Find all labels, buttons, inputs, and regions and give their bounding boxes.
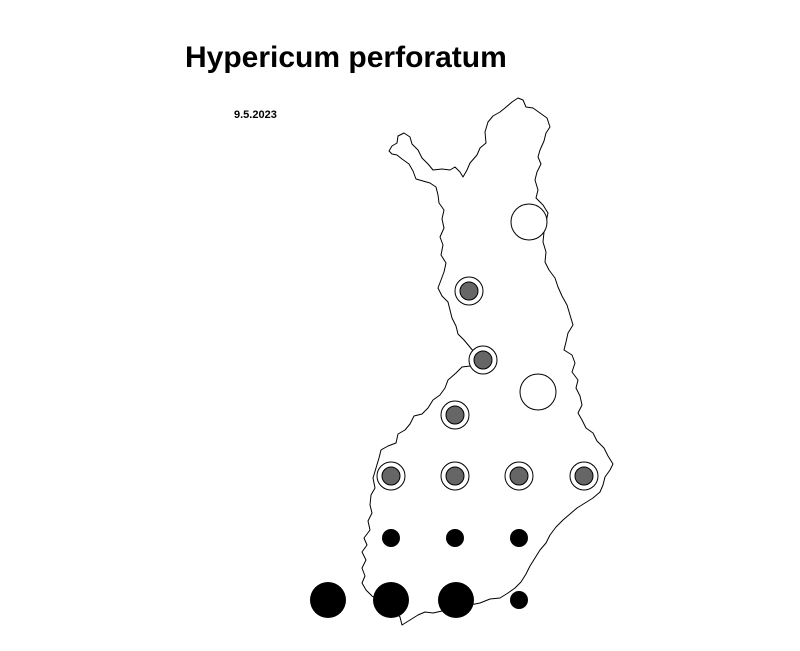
map-title: Hypericum perforatum bbox=[185, 41, 507, 74]
date-label: 9.5.2023 bbox=[234, 109, 277, 121]
marker-ring bbox=[569, 461, 599, 491]
finland-outline bbox=[361, 97, 614, 626]
marker-ring-inner bbox=[445, 466, 465, 486]
marker-large-dot bbox=[310, 582, 346, 618]
marker-small-dot bbox=[510, 591, 528, 609]
marker-ring bbox=[376, 461, 406, 491]
marker-ring bbox=[454, 276, 484, 306]
marker-ring bbox=[440, 461, 470, 491]
marker-small-dot bbox=[382, 529, 400, 547]
marker-ring-inner bbox=[473, 350, 493, 370]
marker-open-circle bbox=[519, 373, 557, 411]
marker-small-dot bbox=[446, 529, 464, 547]
marker-ring-inner bbox=[574, 466, 594, 486]
marker-large-dot bbox=[438, 582, 474, 618]
marker-ring-inner bbox=[459, 281, 479, 301]
marker-ring-inner bbox=[445, 405, 465, 425]
marker-ring bbox=[504, 461, 534, 491]
marker-large-dot bbox=[373, 582, 409, 618]
marker-small-dot bbox=[510, 529, 528, 547]
marker-ring bbox=[468, 345, 498, 375]
marker-ring bbox=[440, 400, 470, 430]
marker-ring-inner bbox=[509, 466, 529, 486]
marker-ring-inner bbox=[381, 466, 401, 486]
marker-open-circle bbox=[510, 203, 548, 241]
